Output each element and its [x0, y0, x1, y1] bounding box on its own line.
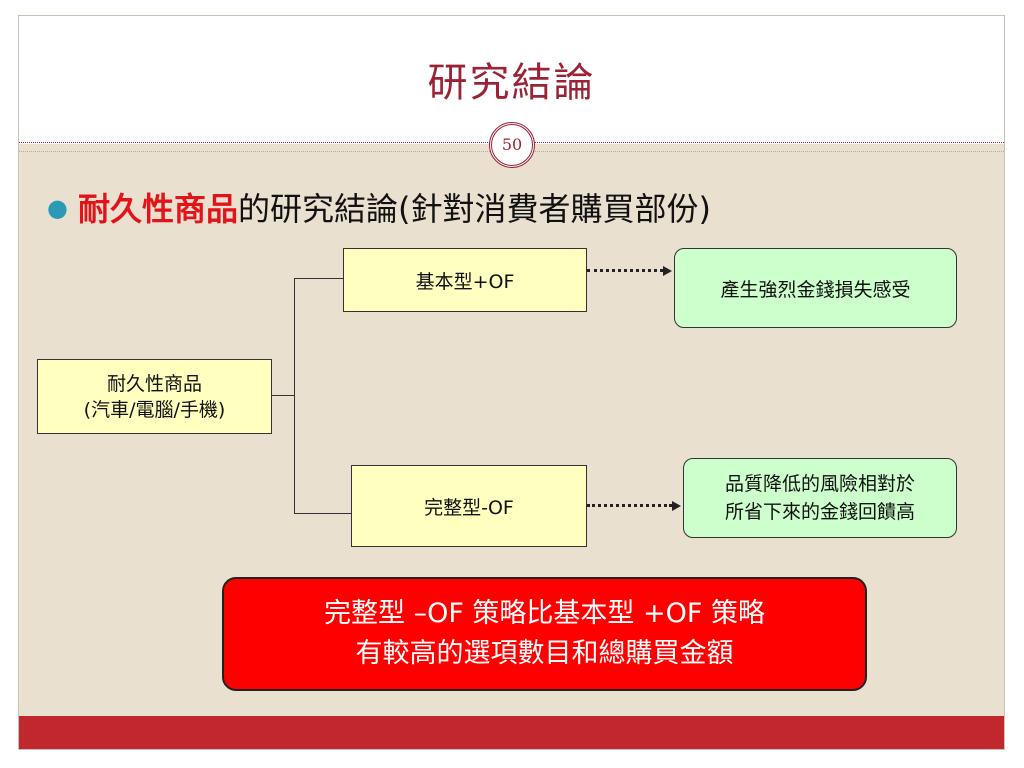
full-label: 完整型-OF: [424, 496, 514, 519]
slide-title: 研究結論: [427, 60, 596, 106]
bullet-dot-icon: ●: [47, 194, 68, 222]
connector-root-out: [272, 395, 294, 396]
connector-vertical: [294, 278, 295, 514]
arrowhead-icon: [672, 501, 681, 511]
connector-to-basic: [294, 278, 343, 279]
outcome-full-line1: 品質降低的風險相對於: [724, 473, 915, 495]
conclusion-box: 完整型 –OF 策略比基本型 +OF 策略 有較高的選項數目和總購買金額: [222, 577, 867, 691]
slide: 研究結論 50 ●耐久性商品的研究結論(針對消費者購買部份) 耐久性商品 (汽車…: [18, 15, 1005, 750]
bullet-highlight: 耐久性商品: [77, 190, 238, 228]
arrow-basic-outcome: [587, 269, 663, 272]
bullet-point: ● 耐久性商品的研究結論(針對消費者購買部份): [47, 184, 711, 230]
root-box: 耐久性商品 (汽車/電腦/手機): [37, 359, 272, 434]
page-number: 50: [489, 122, 535, 168]
conclusion-line1: 完整型 –OF 策略比基本型 +OF 策略: [323, 598, 766, 629]
connector-to-full: [294, 513, 351, 514]
arrow-full-outcome: [587, 504, 672, 507]
outcome-full-box: 品質降低的風險相對於 所省下來的金錢回饋高: [683, 458, 957, 538]
root-line1: 耐久性商品: [106, 372, 202, 395]
outcome-full-line2: 所省下來的金錢回饋高: [724, 501, 915, 523]
root-line2: (汽車/電腦/手機): [83, 398, 226, 421]
footer-bar: [19, 716, 1004, 749]
full-box: 完整型-OF: [351, 465, 587, 547]
outcome-basic-label: 產生強烈金錢損失感受: [720, 278, 911, 301]
outcome-basic-box: 產生強烈金錢損失感受: [674, 248, 957, 328]
basic-box: 基本型+OF: [343, 248, 587, 312]
arrowhead-icon: [663, 266, 672, 276]
basic-label: 基本型+OF: [415, 270, 515, 293]
bullet-text: 的研究結論(針對消費者購買部份): [237, 190, 711, 228]
conclusion-line2: 有較高的選項數目和總購買金額: [355, 638, 734, 669]
